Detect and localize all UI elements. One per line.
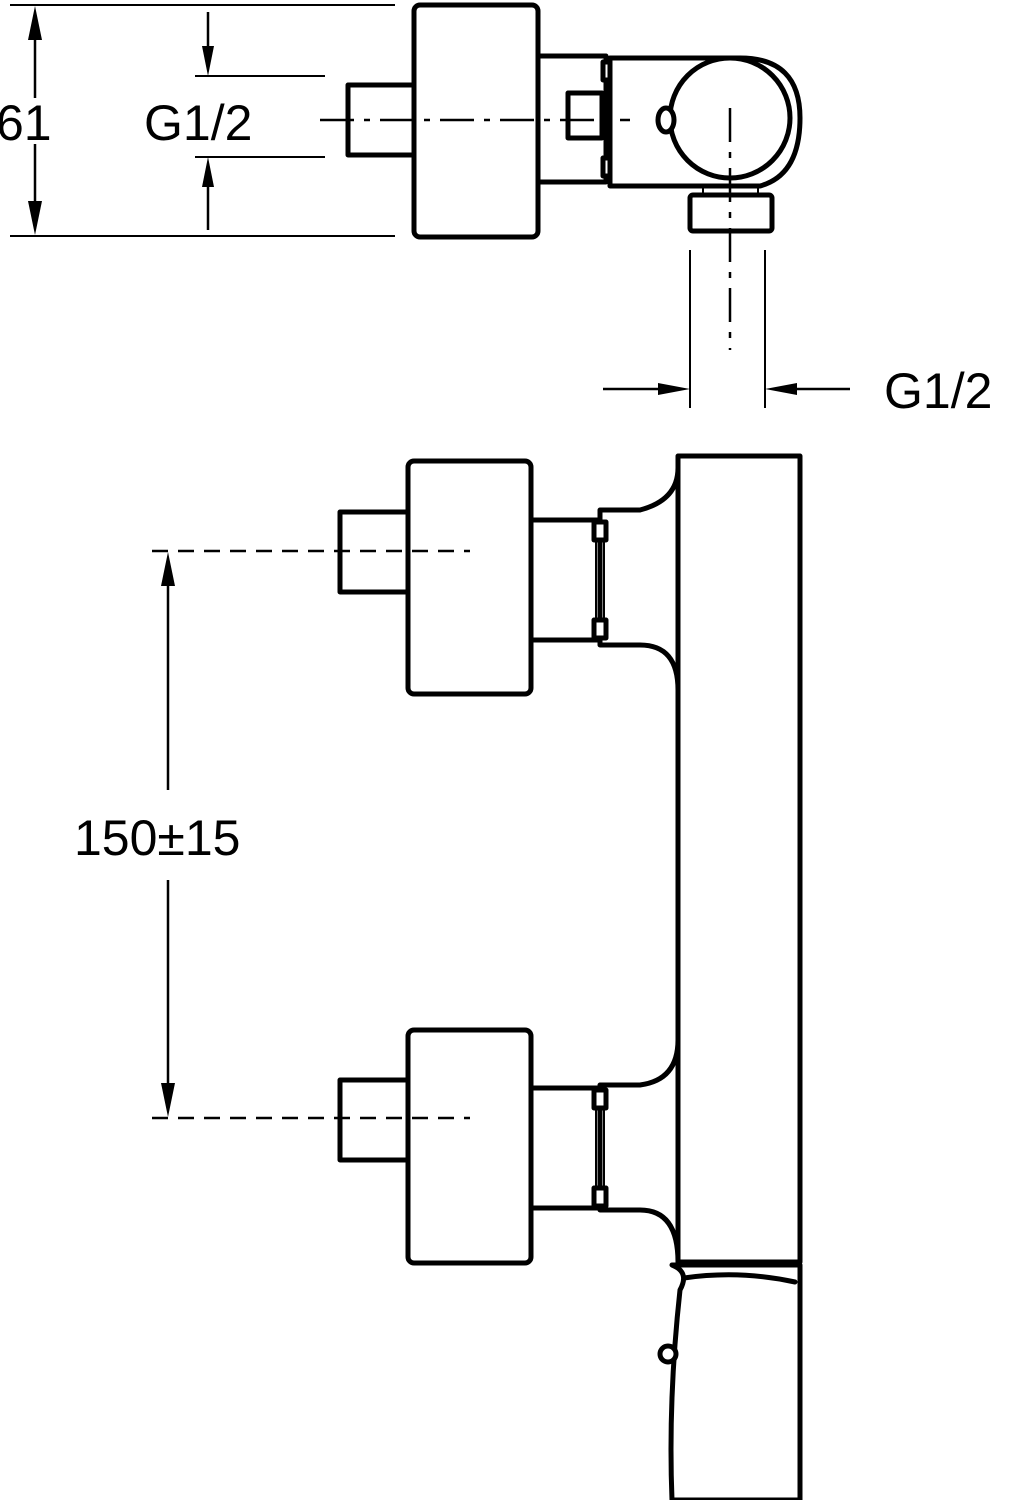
spacing-arrow-top xyxy=(161,552,175,586)
upper-valve-neck xyxy=(528,517,603,643)
outlet-arrow-right xyxy=(765,383,797,395)
lower-inlet-stub xyxy=(337,1077,411,1163)
top-view: 61 G1/2 xyxy=(0,2,992,419)
height-label-bg xyxy=(0,98,60,144)
lower-clip-bottom xyxy=(591,1185,609,1209)
lower-valve-neck xyxy=(528,1085,603,1211)
front-bottom-cap xyxy=(668,1262,803,1500)
top-inner-pin xyxy=(565,90,605,141)
upper-valve-body xyxy=(405,458,534,697)
front-cap-groove xyxy=(681,1272,798,1285)
spacing-arrow-bottom xyxy=(161,1083,175,1117)
upper-clip-bottom xyxy=(591,617,609,641)
height-arrow-bottom xyxy=(28,201,42,235)
front-cap-button xyxy=(657,1343,679,1365)
front-mixer-bar xyxy=(675,453,803,1265)
upper-clip-top xyxy=(591,519,609,543)
inlet-spacing-label: 150±15 xyxy=(74,810,240,866)
lower-valve-body xyxy=(405,1027,534,1266)
thread-arrow-upper xyxy=(202,46,214,76)
upper-connector-pipe xyxy=(597,465,681,693)
height-arrow-top xyxy=(28,6,42,40)
outlet-thread-label: G1/2 xyxy=(884,363,992,419)
inlet-thread-label: G1/2 xyxy=(144,95,252,151)
height-label: 61 xyxy=(0,95,52,151)
front-view: 150±15 xyxy=(74,453,803,1500)
outlet-arrow-left xyxy=(658,383,690,395)
top-dial-knob xyxy=(655,105,677,135)
thread-arrow-lower xyxy=(202,157,214,187)
lower-clip-top xyxy=(591,1087,609,1111)
lower-connector-pipe xyxy=(597,1037,681,1265)
